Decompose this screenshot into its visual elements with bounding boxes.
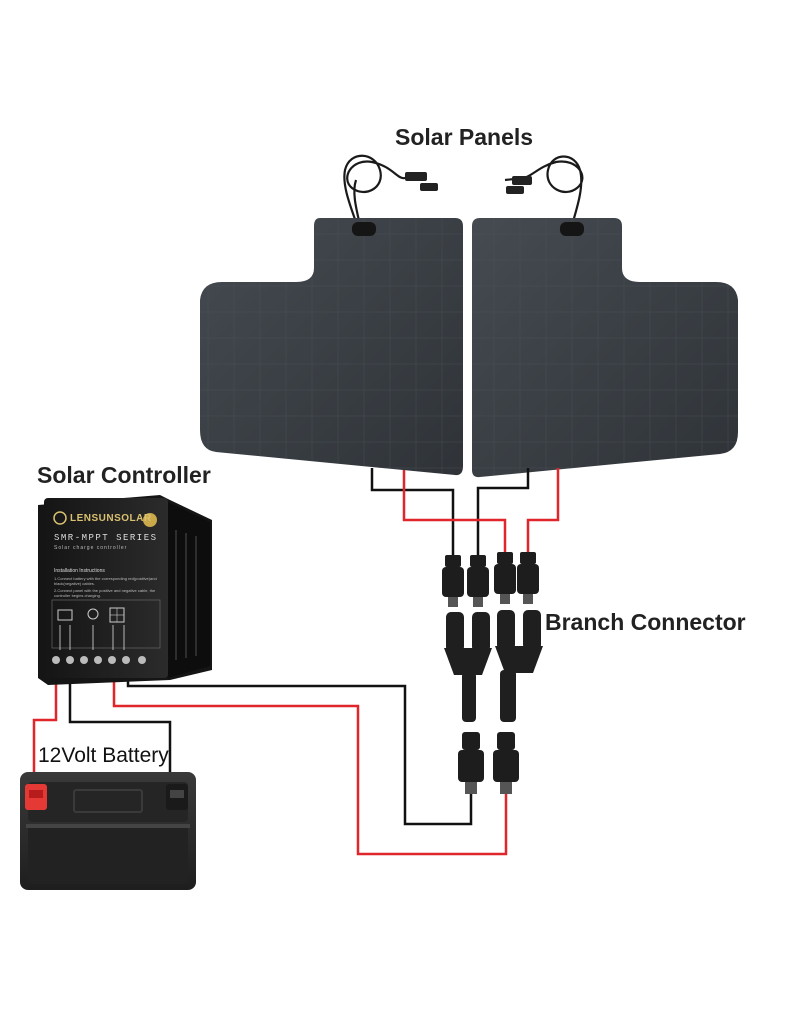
branch-to-controller-negative <box>126 672 473 826</box>
panel-symbol-icon <box>109 607 125 623</box>
battery <box>20 772 196 890</box>
left-panel-lead <box>343 154 426 226</box>
controller-instruction-2: 2.Connect panel with the positive and ne… <box>54 588 156 598</box>
controller-instructions-title: Installation Instructions <box>54 568 105 574</box>
controller-series: SMR-MPPT SERIES <box>54 533 158 543</box>
right-solar-panel <box>472 218 738 478</box>
branch-connector-right <box>495 610 543 722</box>
branch-connector-label: Branch Connector <box>545 609 746 635</box>
battery-positive-terminal <box>25 784 47 810</box>
right-panel-lead <box>504 155 584 226</box>
panel-wires-negative <box>370 468 530 560</box>
solar-panels-label: Solar Panels <box>395 124 534 150</box>
battery-negative-terminal <box>166 784 188 810</box>
bulb-symbol-icon <box>87 608 99 620</box>
controller-brand: LENSUNSOLAR <box>70 513 152 524</box>
left-panel-connector <box>405 172 438 191</box>
solar-controller <box>38 495 212 685</box>
controller-terminals <box>52 656 146 664</box>
battery-symbol-icon <box>57 609 73 621</box>
controller-to-battery-negative <box>68 672 172 790</box>
battery-label: 12Volt Battery <box>38 744 169 767</box>
controller-to-battery-positive <box>32 672 58 790</box>
branch-to-controller-positive <box>112 672 508 856</box>
mc4-connectors-upper <box>442 552 539 607</box>
controller-subtitle: Solar charge controller <box>54 545 128 551</box>
controller-instruction-1: 1.Connect battery with the corresponding… <box>54 576 157 586</box>
right-panel-connector <box>506 176 532 194</box>
branch-connector-left <box>444 612 492 722</box>
panel-wires-positive <box>402 468 560 555</box>
mc4-connectors-lower <box>458 732 519 794</box>
left-solar-panel <box>200 218 463 476</box>
solar-controller-label: Solar Controller <box>37 462 211 488</box>
